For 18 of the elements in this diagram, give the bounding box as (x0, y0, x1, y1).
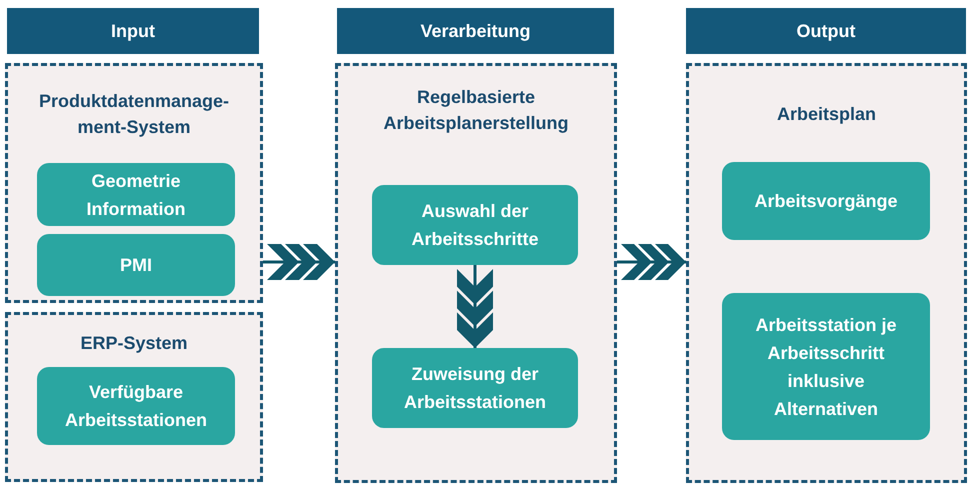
process-box: Arbeitsvorgänge (722, 162, 930, 240)
column-header: Output (686, 8, 966, 54)
panel-title: ERP-System (79, 332, 189, 355)
column-header: Input (7, 8, 259, 54)
group-panel (5, 312, 263, 482)
process-box: Arbeitsstation je Arbeitsschritt inklusive Alternativen (722, 293, 930, 440)
group-panel (5, 63, 263, 303)
process-box: Verfügbare Arbeitsstationen (37, 367, 235, 445)
panel-title: Regelbasierte Arbeitsplanerstellung (382, 86, 570, 135)
panel-title: Arbeitsplan (776, 103, 878, 126)
panel-title: Produktdatenmanage- ment-System (38, 90, 230, 139)
process-box: Geometrie Information (37, 163, 235, 226)
group-panel (686, 63, 967, 483)
process-box: Auswahl der Arbeitsschritte (372, 185, 578, 265)
group-panel (335, 63, 617, 483)
process-box: Zuweisung der Arbeitsstationen (372, 348, 578, 428)
process-box: PMI (37, 234, 235, 296)
column-header: Verarbeitung (337, 8, 614, 54)
